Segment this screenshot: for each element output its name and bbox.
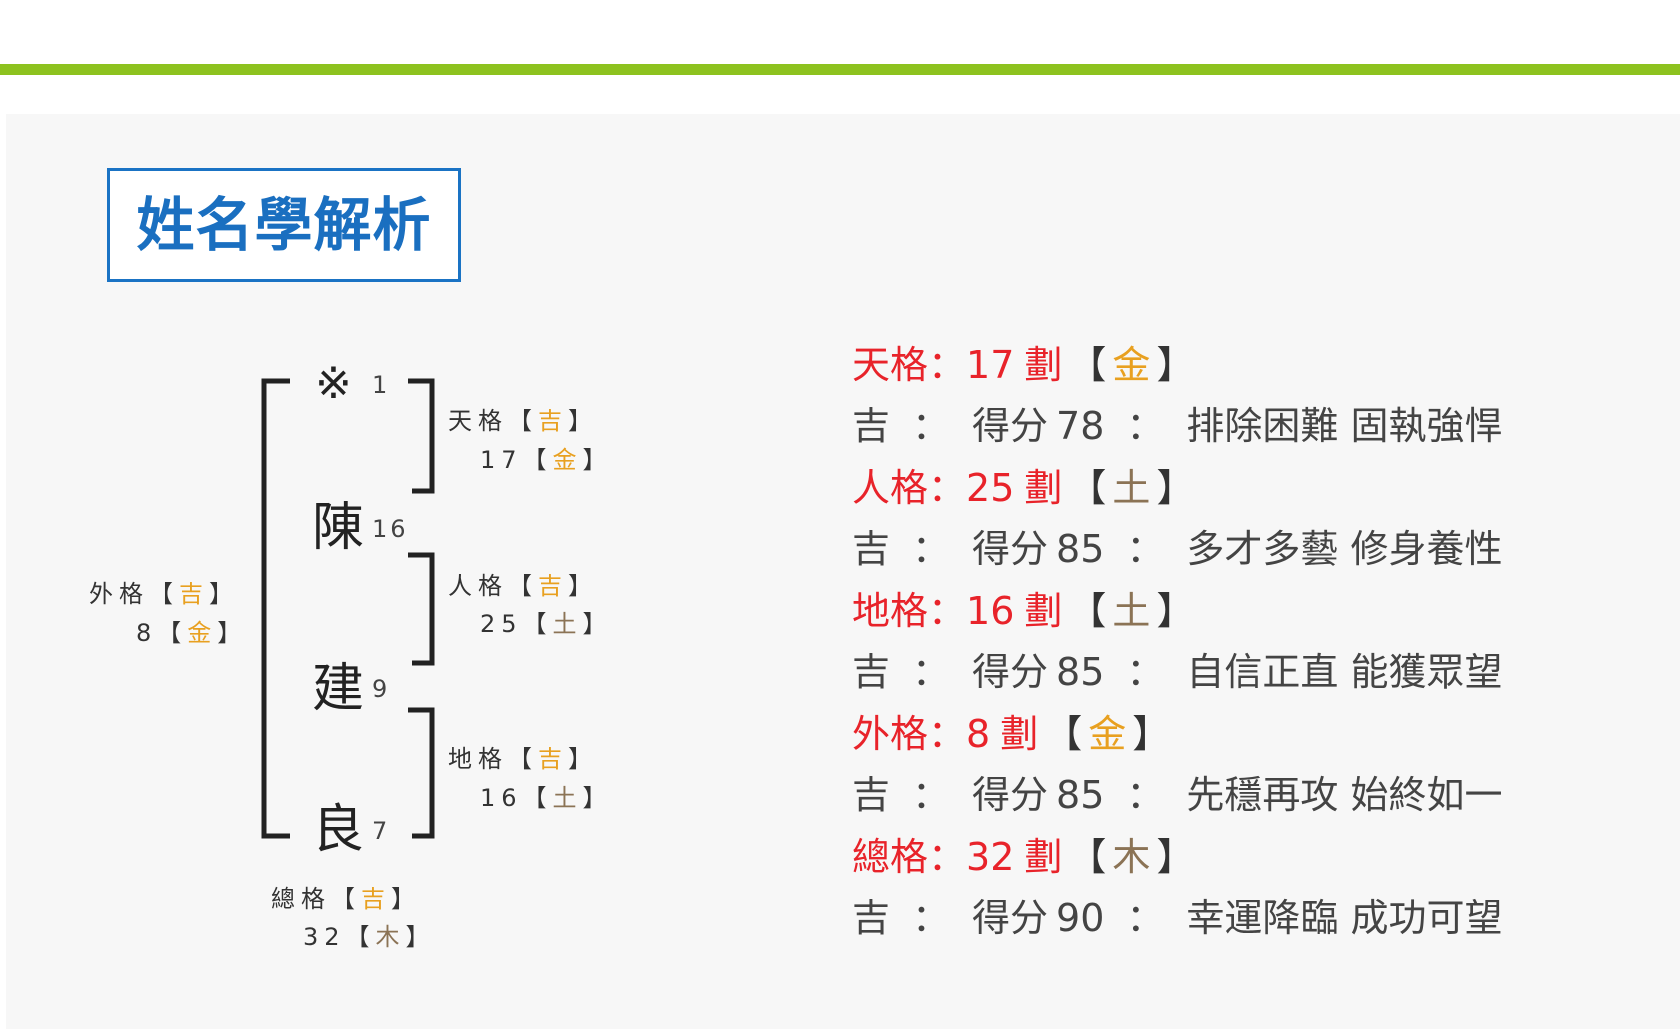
tian-value: 17【金】	[480, 446, 613, 474]
tian-bracket	[408, 378, 435, 494]
name-char-3: 良	[312, 800, 365, 860]
di-value: 16【土】	[480, 784, 613, 812]
stroke-count-0: 1	[372, 371, 391, 399]
page-title: 姓名學解析	[136, 191, 432, 259]
wai-label: 外格【吉】	[89, 580, 239, 608]
di-bracket	[408, 707, 435, 839]
outer-bracket	[261, 378, 290, 839]
page-title-box: 姓名學解析	[107, 168, 461, 282]
ren-bracket	[408, 552, 435, 666]
name-char-1: 陳	[312, 498, 365, 558]
zong-label: 總格【吉】	[271, 885, 421, 913]
name-diagram: ※ 1 陳 16 建 9 良 7 天格【吉】 17【金】 人格【吉】 25【土】…	[0, 0, 700, 1029]
zong-value: 32【木】	[303, 923, 436, 951]
bracket-lines	[261, 378, 435, 839]
ren-value: 25【土】	[480, 610, 613, 638]
stroke-count-2: 9	[372, 675, 391, 703]
stroke-count-1: 16	[372, 515, 409, 543]
tian-label: 天格【吉】	[448, 407, 598, 435]
di-label: 地格【吉】	[448, 745, 598, 773]
name-char-2: 建	[312, 659, 365, 719]
stroke-count-3: 7	[372, 817, 391, 845]
ren-label: 人格【吉】	[448, 572, 598, 600]
name-char-0: ※	[315, 358, 352, 409]
wai-value: 8【金】	[136, 619, 248, 647]
header-accent-bar	[0, 64, 1680, 75]
